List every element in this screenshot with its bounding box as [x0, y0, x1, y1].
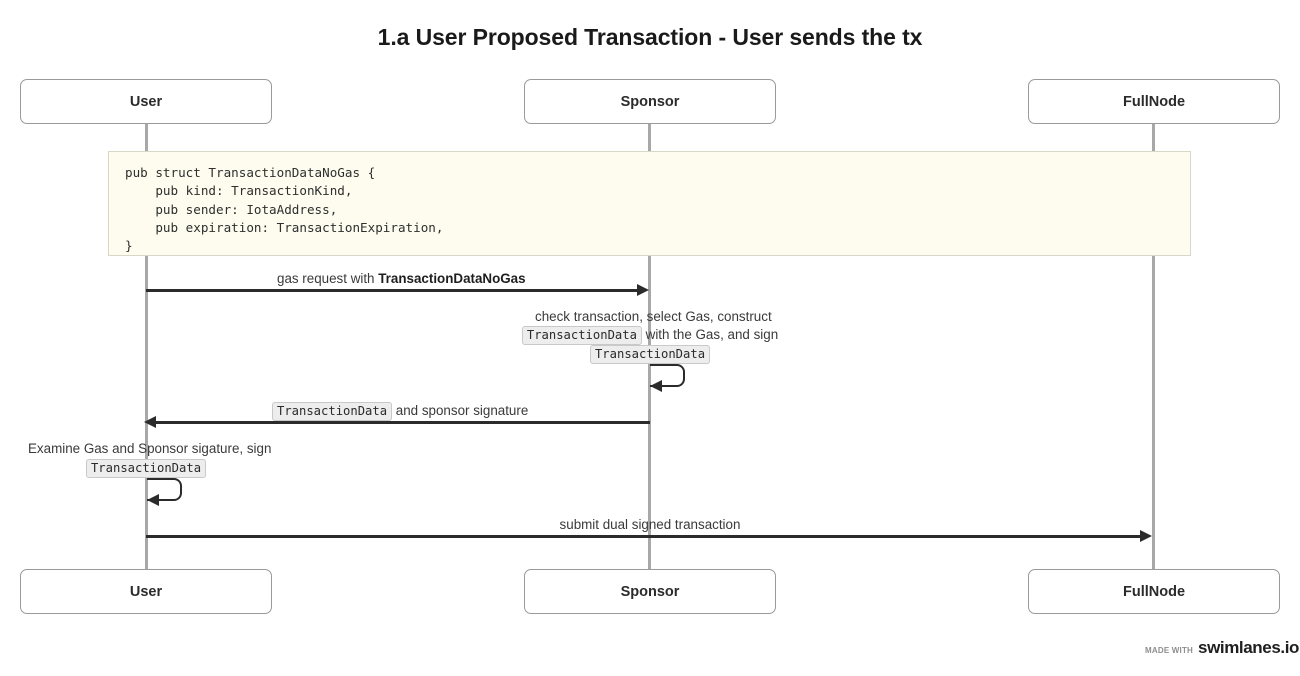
sponsor-self-text-2: with the Gas, and sign	[641, 327, 779, 342]
participant-box-sponsor-bottom[interactable]: Sponsor	[524, 569, 776, 614]
message-arrowhead-gas-request	[637, 283, 649, 296]
sponsor-self-text-1: check transaction, select Gas, construct	[535, 309, 772, 324]
message-label-return-transactiondata: TransactionData and sponsor signature	[272, 402, 529, 421]
message-arrowhead-return-transactiondata	[144, 415, 156, 428]
participant-label-user: User	[129, 93, 163, 110]
participant-label-user-bottom: User	[129, 583, 163, 600]
return-label-text: and sponsor signature	[392, 403, 529, 418]
self-message-loop-user	[147, 478, 182, 501]
participant-box-sponsor-top[interactable]: Sponsor	[524, 79, 776, 124]
footer-brand-name: swimlanes.io	[1198, 638, 1300, 657]
message-label-user-self-line1: Examine Gas and Sponsor sigature, sign	[28, 440, 271, 458]
footer-made-with-label: MADE WITH	[1145, 646, 1194, 655]
lifeline-user	[145, 124, 148, 569]
participant-label-sponsor: Sponsor	[620, 93, 680, 110]
message-label-sponsor-self-line1: check transaction, select Gas, construct	[535, 308, 772, 326]
submit-label-text: submit dual signed transaction	[559, 517, 741, 532]
message-label-gas-request: gas request with TransactionDataNoGas	[277, 270, 526, 288]
participant-box-user-bottom[interactable]: User	[20, 569, 272, 614]
message-label-sponsor-self-line2: TransactionData with the Gas, and sign	[520, 326, 780, 345]
participant-box-fullnode-bottom[interactable]: FullNode	[1028, 569, 1280, 614]
participant-box-user-top[interactable]: User	[20, 79, 272, 124]
self-message-arrowhead-user	[147, 494, 159, 506]
participant-label-fullnode: FullNode	[1122, 93, 1186, 110]
participant-label-sponsor-bottom: Sponsor	[620, 583, 680, 600]
message-label-user-self-line2: TransactionData	[56, 459, 236, 478]
note-code-block: pub struct TransactionDataNoGas { pub ki…	[108, 151, 1191, 256]
footer-branding[interactable]: MADE WITH swimlanes.io	[1145, 638, 1299, 658]
message-label-gas-request-bold: TransactionDataNoGas	[378, 271, 526, 286]
code-chip-transactiondata-3: TransactionData	[272, 402, 393, 421]
message-line-submit-dual-signed	[146, 535, 1146, 538]
participant-box-fullnode-top[interactable]: FullNode	[1028, 79, 1280, 124]
self-message-loop-sponsor	[650, 364, 685, 387]
page-title: 1.a User Proposed Transaction - User sen…	[377, 24, 923, 50]
message-label-gas-request-plain: gas request with	[277, 271, 379, 286]
message-label-sponsor-self-line3: TransactionData	[560, 345, 740, 364]
lifeline-fullnode	[1152, 124, 1155, 569]
message-line-return-transactiondata	[155, 421, 650, 424]
message-arrowhead-submit-dual-signed	[1140, 529, 1152, 542]
message-label-submit-dual-signed: submit dual signed transaction	[450, 516, 850, 534]
code-chip-transactiondata-1: TransactionData	[521, 326, 642, 345]
participant-label-fullnode-bottom: FullNode	[1122, 583, 1186, 600]
note-code-text: pub struct TransactionDataNoGas { pub ki…	[125, 165, 444, 254]
code-chip-transactiondata-4: TransactionData	[85, 459, 207, 478]
code-chip-transactiondata-2: TransactionData	[589, 345, 711, 364]
user-self-text-1: Examine Gas and Sponsor sigature, sign	[28, 441, 272, 456]
message-line-gas-request	[146, 289, 643, 292]
self-message-arrowhead-sponsor	[650, 380, 662, 392]
